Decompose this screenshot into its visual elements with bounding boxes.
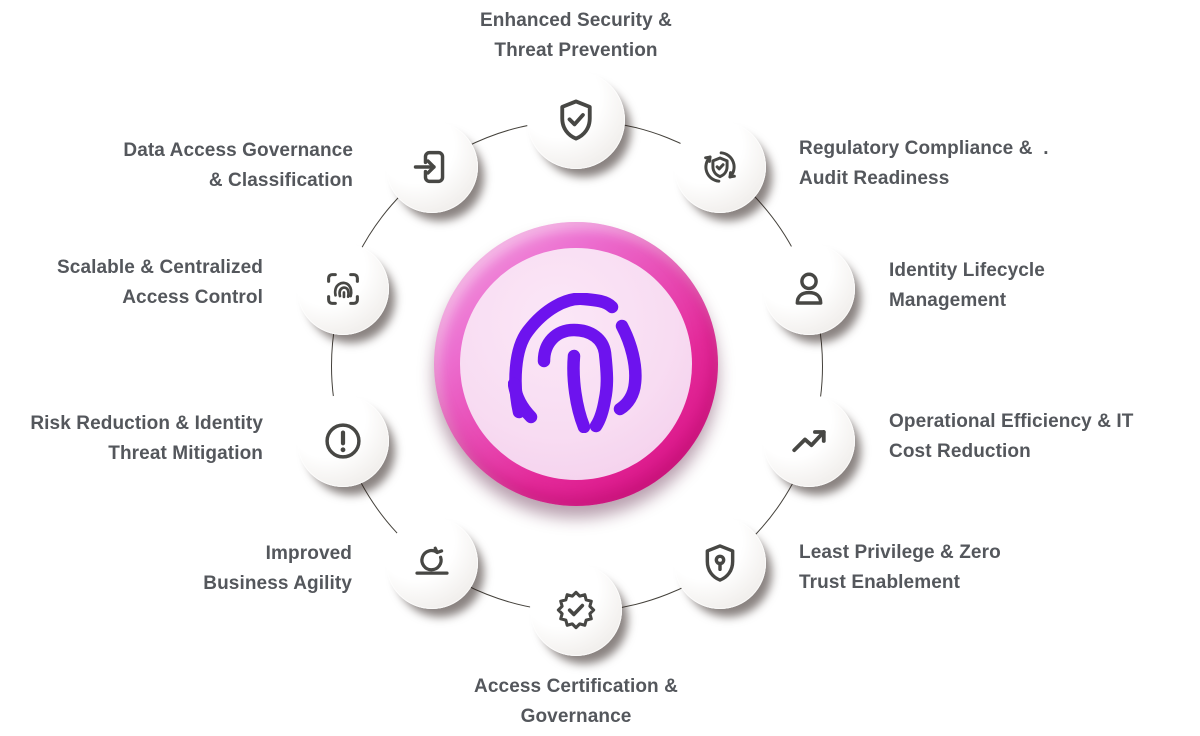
label-line: Threat Mitigation bbox=[108, 443, 263, 464]
trend-up-icon bbox=[792, 430, 826, 453]
label-line: Management bbox=[889, 290, 1007, 311]
label-line: Identity Lifecycle bbox=[889, 260, 1045, 281]
label-line: Trust Enablement bbox=[799, 572, 961, 593]
label-line: Cost Reduction bbox=[889, 441, 1031, 462]
alert-circle-icon bbox=[325, 423, 361, 459]
label-data-governance: Data Access Governance & Classification bbox=[123, 136, 353, 196]
label-risk-reduction: Risk Reduction & Identity Threat Mitigat… bbox=[30, 409, 263, 469]
node-identity-lifecycle bbox=[763, 243, 855, 335]
user-icon bbox=[795, 272, 823, 305]
label-line: Operational Efficiency & IT bbox=[889, 411, 1134, 432]
node-risk-reduction bbox=[297, 395, 389, 487]
node-regulatory-compliance bbox=[674, 121, 766, 213]
label-line: Governance bbox=[520, 706, 632, 727]
node-access-control bbox=[297, 243, 389, 335]
label-enhanced-security: Enhanced Security & Threat Prevention bbox=[480, 6, 672, 66]
label-line: Business Agility bbox=[203, 573, 352, 594]
compliance-sync-icon bbox=[704, 151, 736, 183]
node-least-privilege bbox=[674, 517, 766, 609]
label-access-certification: Access Certification & Governance bbox=[474, 672, 678, 732]
fingerprint-scan-icon bbox=[327, 273, 359, 305]
label-line: Threat Prevention bbox=[494, 40, 658, 61]
label-access-control: Scalable & Centralized Access Control bbox=[57, 253, 263, 313]
node-data-governance bbox=[386, 121, 478, 213]
iteration-loop-icon bbox=[415, 546, 449, 575]
label-line: Regulatory Compliance & . bbox=[799, 138, 1049, 159]
node-enhanced-security bbox=[527, 71, 625, 169]
label-business-agility: Improved Business Agility bbox=[203, 539, 352, 599]
label-line: Audit Readiness bbox=[799, 168, 950, 189]
shield-lock-icon bbox=[705, 544, 735, 582]
label-line: & Classification bbox=[208, 170, 353, 191]
label-line: Improved bbox=[265, 543, 352, 564]
label-identity-lifecycle: Identity Lifecycle Management bbox=[889, 256, 1045, 316]
label-regulatory-compliance: Regulatory Compliance & . Audit Readines… bbox=[799, 134, 1049, 194]
label-operational-efficiency: Operational Efficiency & IT Cost Reducti… bbox=[889, 407, 1133, 467]
label-line: Access Certification & bbox=[474, 676, 678, 697]
shield-check-icon bbox=[560, 99, 592, 141]
seal-check-icon bbox=[556, 590, 596, 630]
fingerprint-icon bbox=[508, 293, 642, 433]
label-line: Scalable & Centralized bbox=[57, 257, 263, 278]
label-least-privilege: Least Privilege & Zero Trust Enablement bbox=[799, 538, 1001, 598]
label-line: Access Control bbox=[122, 287, 263, 308]
node-access-certification bbox=[530, 564, 622, 656]
label-line: Risk Reduction & Identity bbox=[30, 413, 263, 434]
label-line: Least Privilege & Zero bbox=[799, 542, 1001, 563]
label-line: Enhanced Security & bbox=[480, 10, 672, 31]
login-arrow-icon bbox=[413, 150, 445, 184]
label-line: Data Access Governance bbox=[123, 140, 353, 161]
node-operational-efficiency bbox=[763, 395, 855, 487]
node-business-agility bbox=[386, 517, 478, 609]
